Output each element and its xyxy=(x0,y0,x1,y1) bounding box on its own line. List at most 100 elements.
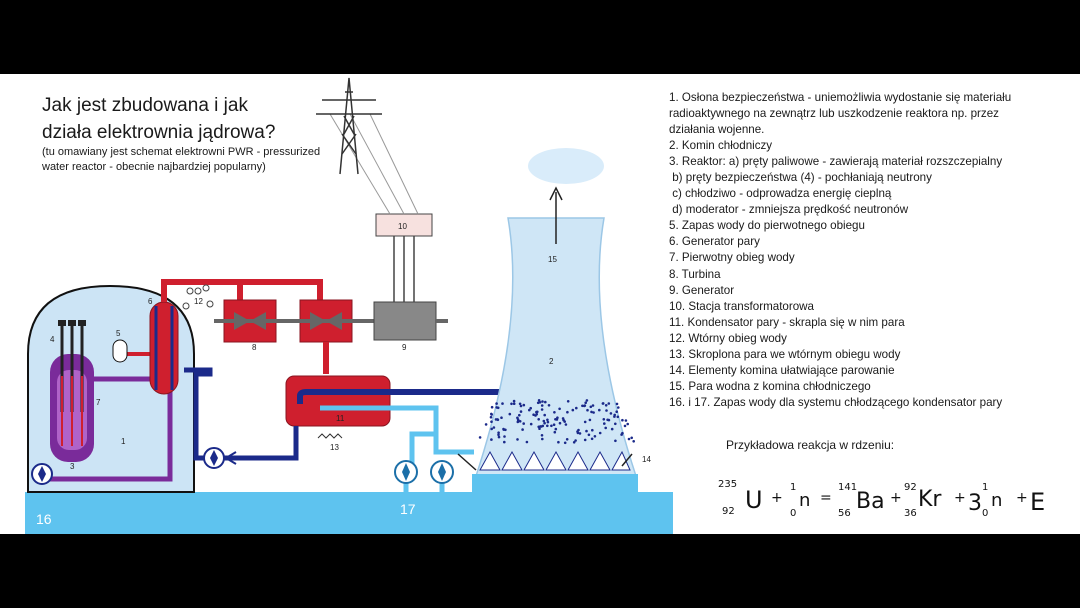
turbine-blades xyxy=(234,312,266,330)
spray-droplet xyxy=(558,407,561,411)
spray-droplet xyxy=(588,418,592,422)
plus-1: + xyxy=(771,490,783,506)
label-11: 11 xyxy=(336,414,345,423)
n-symbol: n xyxy=(799,490,810,511)
spray-droplet xyxy=(632,440,635,443)
legend-line: 8. Turbina xyxy=(669,267,721,281)
pressurizer xyxy=(112,339,128,363)
label-5: 5 xyxy=(116,329,121,338)
spray-droplet xyxy=(535,412,538,416)
spray-droplet xyxy=(610,427,614,431)
spray-droplet xyxy=(581,404,584,408)
legend-line: działania wojenne. xyxy=(669,123,765,137)
feedwater-line xyxy=(220,426,299,461)
label-14: 14 xyxy=(642,455,651,464)
spray-droplet xyxy=(537,418,540,421)
spray-droplet xyxy=(630,436,633,440)
spray-droplet xyxy=(556,416,559,420)
legend-list: 1. Osłona bezpieczeństwa - uniemożliwia … xyxy=(669,90,1069,411)
spray-droplet xyxy=(583,420,587,424)
legend-line: 14. Elementy komina ułatwiające parowani… xyxy=(669,363,895,377)
steam-generator xyxy=(149,301,179,395)
pointer-arrow xyxy=(457,453,633,471)
n3-atomic: 0 xyxy=(982,508,988,519)
spray-droplet xyxy=(543,413,546,417)
spray-droplet xyxy=(489,415,493,419)
pylon-icon xyxy=(316,77,382,175)
slide: Jak jest zbudowana i jak działa elektrow… xyxy=(0,74,1080,534)
spray-droplet xyxy=(566,400,570,403)
spray-droplet xyxy=(497,431,500,435)
spray-droplet xyxy=(572,441,576,444)
legend-line: b) pręty bezpieczeństwa (4) - pochłaniaj… xyxy=(669,171,932,185)
spray-droplet xyxy=(583,438,587,442)
spray-droplet xyxy=(532,413,535,417)
transmission-line xyxy=(369,113,419,215)
spray-droplet xyxy=(603,422,606,425)
spray-droplet xyxy=(537,425,540,429)
spray-droplet xyxy=(546,420,550,424)
spray-droplet xyxy=(598,408,601,412)
spray-droplet xyxy=(521,428,524,431)
reaction-label: Przykładowa reakcja w rdzeniu: xyxy=(726,438,895,452)
tower-basin xyxy=(472,474,638,492)
steam-bubble xyxy=(194,287,202,295)
spray-droplet xyxy=(484,423,488,426)
spray-droplet xyxy=(587,433,591,437)
power-plant-diagram: 16 17 1 5 4 7 3 6 xyxy=(25,77,1045,534)
ba-symbol: Ba xyxy=(856,489,885,514)
legend-line: 15. Para wodna z komina chłodniczego xyxy=(669,379,871,393)
spray-droplet xyxy=(604,404,608,407)
spray-droplet xyxy=(541,437,544,441)
page-title: Jak jest zbudowana i jak działa elektrow… xyxy=(42,95,276,143)
legend-line: 12. Wtórny obieg wody xyxy=(669,331,787,345)
legend-line: c) chłodziwo - odprowadza energię ciepln… xyxy=(669,187,892,201)
u-symbol: U xyxy=(745,486,763,514)
spray-droplet xyxy=(578,432,582,435)
legend-line: 7. Pierwotny obieg wody xyxy=(669,251,795,265)
spray-droplet xyxy=(591,404,595,407)
legend-line: radioaktywnego na zewnątrz lub uszkodzen… xyxy=(669,107,999,121)
spray-droplet xyxy=(538,401,542,404)
spray-droplet xyxy=(576,430,579,433)
spray-droplet xyxy=(563,441,567,445)
label-6: 6 xyxy=(148,297,153,306)
n3-symbol: n xyxy=(991,490,1002,511)
control-rod-head xyxy=(58,320,66,326)
spray-droplet xyxy=(574,439,577,442)
legend-line: 13. Skroplona para we wtórnym obiegu wod… xyxy=(669,347,901,361)
intake-line-up xyxy=(409,431,436,474)
n-mass: 1 xyxy=(790,482,796,493)
spray-droplet xyxy=(593,435,597,438)
spray-droplet xyxy=(553,430,557,434)
steam-generator-tubes xyxy=(154,306,174,390)
spray-droplet xyxy=(497,435,501,439)
spray-droplet xyxy=(614,439,617,443)
generator xyxy=(373,301,437,341)
spray-droplet xyxy=(552,423,556,427)
spray-droplet xyxy=(562,418,565,422)
spray-droplet xyxy=(501,402,504,405)
spray-droplet xyxy=(554,418,557,421)
spray-droplet xyxy=(621,418,624,422)
cooling-hot-line xyxy=(297,389,606,404)
label-7: 7 xyxy=(96,398,101,407)
spray-droplet xyxy=(609,412,613,415)
spray-droplet xyxy=(585,399,589,402)
spray-droplet xyxy=(540,434,544,437)
spray-droplet xyxy=(621,431,624,435)
spray-droplet xyxy=(565,438,569,441)
spray-droplet xyxy=(615,410,618,414)
spray-droplet xyxy=(504,428,507,432)
spray-droplet xyxy=(540,404,544,407)
plus-3: + xyxy=(954,490,966,506)
flow-arrow xyxy=(224,451,237,465)
label-9: 9 xyxy=(402,343,407,352)
spray-droplet xyxy=(584,401,587,405)
spray-droplet xyxy=(496,418,499,421)
control-rod-head xyxy=(68,320,76,326)
spray-droplet xyxy=(490,413,494,416)
label-15: 15 xyxy=(548,255,557,264)
spray-droplet xyxy=(490,438,493,441)
spray-droplet xyxy=(519,404,523,408)
